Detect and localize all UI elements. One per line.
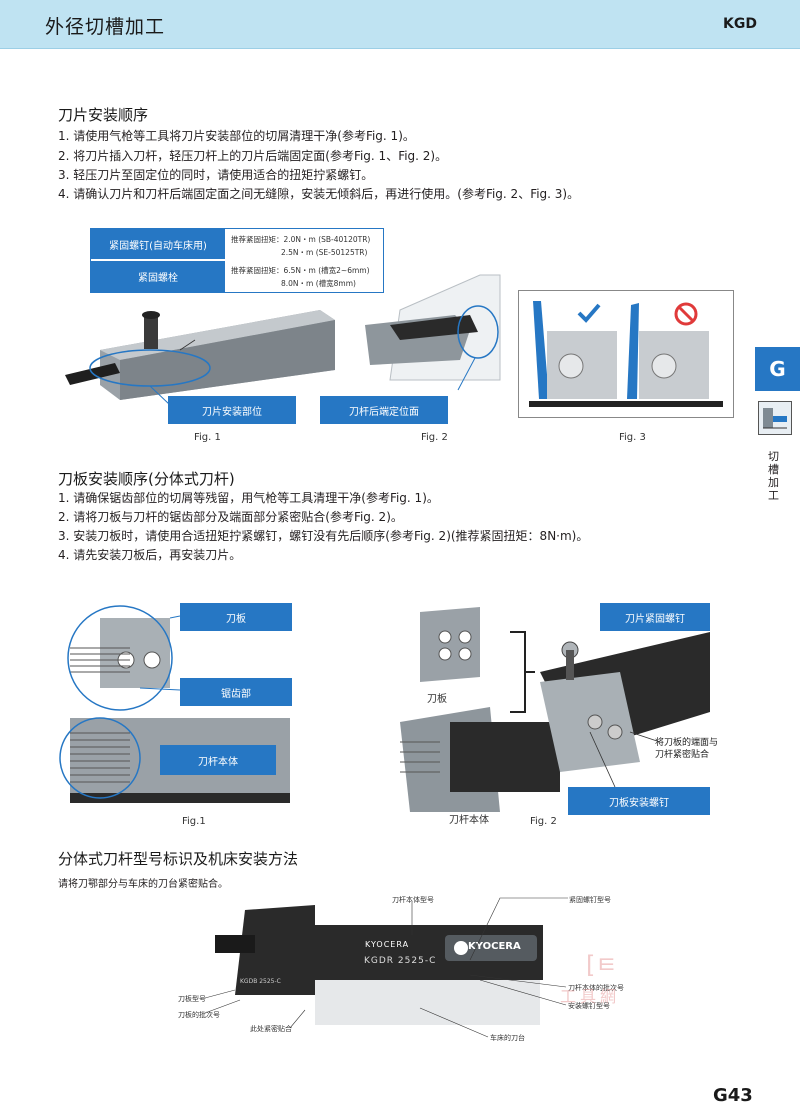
holder-model-mark: KGDR 2525-C <box>364 956 437 966</box>
label-contact-here: 此处紧密贴合 <box>250 1025 292 1033</box>
end-face-note: 将刀板的端面与 刀杆紧密贴合 <box>655 737 745 761</box>
side-category-label: 切槽加工 <box>768 450 779 502</box>
label-blade: 刀板 <box>427 694 447 705</box>
watermark-logo-icon: [ㅌ <box>586 951 618 979</box>
section-tab[interactable]: G <box>755 347 800 391</box>
fig1-holder-illustration <box>65 310 335 406</box>
torque-row2-line1: 推荐紧固扭矩：6.5N・m (槽宽2~6mm) <box>231 266 370 275</box>
page-title: 外径切槽加工 <box>45 16 166 38</box>
label-body-model: 刀杆本体型号 <box>392 896 434 904</box>
section2-step-4: 4. 请先安装刀板后，再安装刀片。 <box>58 548 242 562</box>
s2-fig2-caption: Fig. 2 <box>530 816 557 827</box>
torque-row1-line1: 推荐紧固扭矩：2.0N・m (SB-40120TR) <box>231 235 371 244</box>
fig3-box <box>518 290 734 418</box>
callout-insert-position: 刀片安装部位 <box>168 396 296 424</box>
end-face-note-line1: 将刀板的端面与 <box>655 738 719 748</box>
section1-step-3: 3. 轻压刀片至固定位的同时，请使用适合的扭矩拧紧螺钉。 <box>58 168 374 182</box>
callout-serration: 锯齿部 <box>180 678 292 706</box>
section2-title: 刀板安装顺序(分体式刀杆) <box>58 470 235 488</box>
section2-step-2: 2. 请将刀板与刀杆的锯齿部分及端面部分紧密贴合(参考Fig. 2)。 <box>58 510 403 524</box>
series-code: KGD <box>723 16 757 32</box>
label-blade-lot: 刀板的批次号 <box>178 1011 220 1019</box>
label-turret: 车床的刀台 <box>490 1034 525 1042</box>
label-body-lot: 刀杆本体的批次号 <box>568 984 624 992</box>
callout-blade-screw: 刀板安装螺钉 <box>568 787 710 815</box>
fig3-caption: Fig. 3 <box>619 432 646 443</box>
fig2-rear-face-illustration <box>365 274 501 391</box>
prohibited-icon <box>674 302 698 326</box>
s2-fig2-assembly-illustration <box>400 607 710 812</box>
section3-subtitle: 请将刀鄂部分与车床的刀台紧密贴合。 <box>58 879 228 890</box>
s2-fig1-caption: Fig.1 <box>182 816 206 827</box>
callout-rear-face: 刀杆后端定位面 <box>320 396 448 424</box>
section2-step-3: 3. 安装刀板时，请使用合适扭矩拧紧螺钉，螺钉没有先后顺序(参考Fig. 2)(… <box>58 529 589 543</box>
section1-title: 刀片安装顺序 <box>58 106 149 124</box>
blade-model-mark: KGDB 2525-C <box>240 978 281 985</box>
grooving-icon <box>758 401 792 435</box>
page-header <box>0 0 800 49</box>
label-holder-body: 刀杆本体 <box>449 815 489 826</box>
torque-row1-line2: 2.5N・m (SE-50125TR) <box>281 248 368 257</box>
end-face-note-line2: 刀杆紧密贴合 <box>655 750 710 760</box>
fig2-caption: Fig. 2 <box>421 432 448 443</box>
torque-row1-label: 紧固螺钉(自动车床用) <box>91 229 225 259</box>
watermark-text: 工具網 <box>560 987 621 1006</box>
page-number: G43 <box>713 1085 753 1106</box>
holder-marking-illustration <box>215 905 543 1025</box>
section2-step-1: 1. 请确保锯齿部位的切屑等残留，用气枪等工具清理干净(参考Fig. 1)。 <box>58 491 439 505</box>
torque-table: 紧固螺钉(自动车床用) 紧固螺栓 推荐紧固扭矩：2.0N・m (SB-40120… <box>90 228 384 293</box>
holder-brand-mark: KYOCERA <box>365 940 410 949</box>
section1-step-2: 2. 将刀片插入刀杆，轻压刀杆上的刀片后端固定面(参考Fig. 1、Fig. 2… <box>58 149 448 163</box>
fig1-caption: Fig. 1 <box>194 432 221 443</box>
section3-title: 分体式刀杆型号标识及机床安装方法 <box>58 850 299 868</box>
check-icon <box>577 303 601 323</box>
torque-row2-label: 紧固螺栓 <box>91 261 225 292</box>
torque-row2-line2: 8.0N・m (槽宽8mm) <box>281 279 356 288</box>
callout-holder-body: 刀杆本体 <box>160 745 276 775</box>
section1-step-4: 4. 请确认刀片和刀杆后端固定面之间无缝隙，安装无倾斜后，再进行使用。(参考Fi… <box>58 187 580 201</box>
holder-logo: KYOCERA <box>468 941 521 952</box>
callout-insert-screw: 刀片紧固螺钉 <box>600 603 710 631</box>
callout-blade: 刀板 <box>180 603 292 631</box>
label-bolt-model: 安装螺钉型号 <box>568 1002 610 1010</box>
label-blade-model: 刀板型号 <box>178 995 206 1003</box>
label-screw-model: 紧固螺钉型号 <box>569 896 611 904</box>
s2-fig1-serration-illustration <box>59 605 290 803</box>
section1-step-1: 1. 请使用气枪等工具将刀片安装部位的切屑清理干净(参考Fig. 1)。 <box>58 129 415 143</box>
